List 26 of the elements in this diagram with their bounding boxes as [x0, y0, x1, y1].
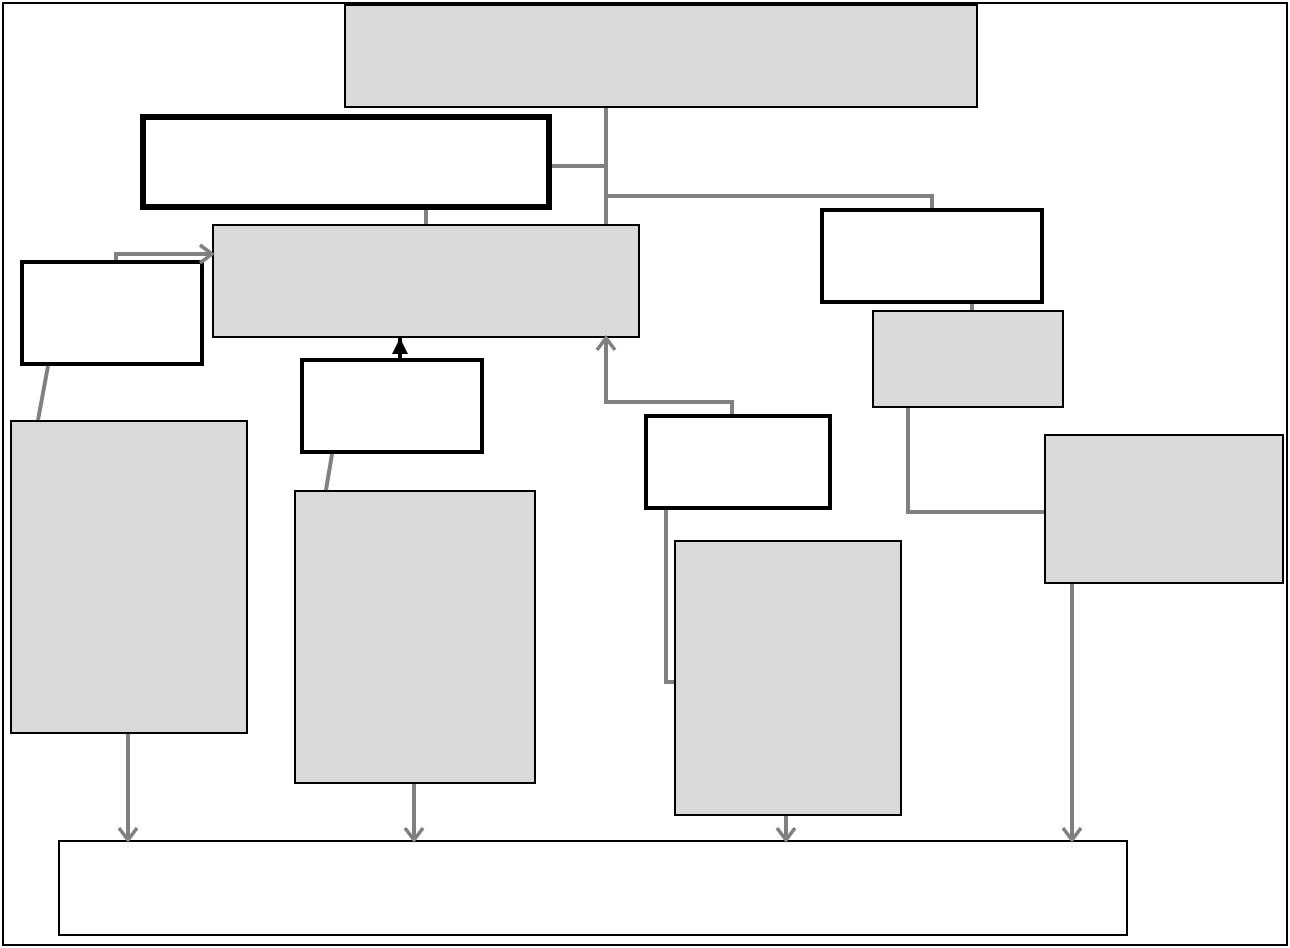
- process-box: [820, 208, 1044, 304]
- connector-line: [664, 510, 674, 684]
- process-box: [212, 224, 640, 338]
- connector-line: [324, 453, 334, 491]
- arrow: [117, 734, 139, 842]
- process-box: [20, 260, 204, 366]
- arrow: [403, 784, 425, 842]
- process-box: [300, 358, 484, 454]
- arrow: [392, 338, 408, 358]
- connector-line: [36, 365, 50, 421]
- connector-line: [970, 304, 974, 310]
- connector-line: [906, 408, 1044, 514]
- process-box: [344, 4, 978, 108]
- process-box: [10, 420, 248, 734]
- process-box: [674, 540, 902, 816]
- arrow: [595, 336, 734, 414]
- process-box: [644, 414, 832, 510]
- process-box: [1044, 434, 1284, 584]
- connector-line: [424, 210, 428, 224]
- process-box: [58, 840, 1128, 936]
- process-box: [872, 310, 1064, 408]
- arrow: [775, 816, 797, 842]
- arrow: [114, 243, 214, 265]
- process-box: [140, 114, 552, 210]
- process-box: [294, 490, 536, 784]
- arrow: [1061, 584, 1083, 842]
